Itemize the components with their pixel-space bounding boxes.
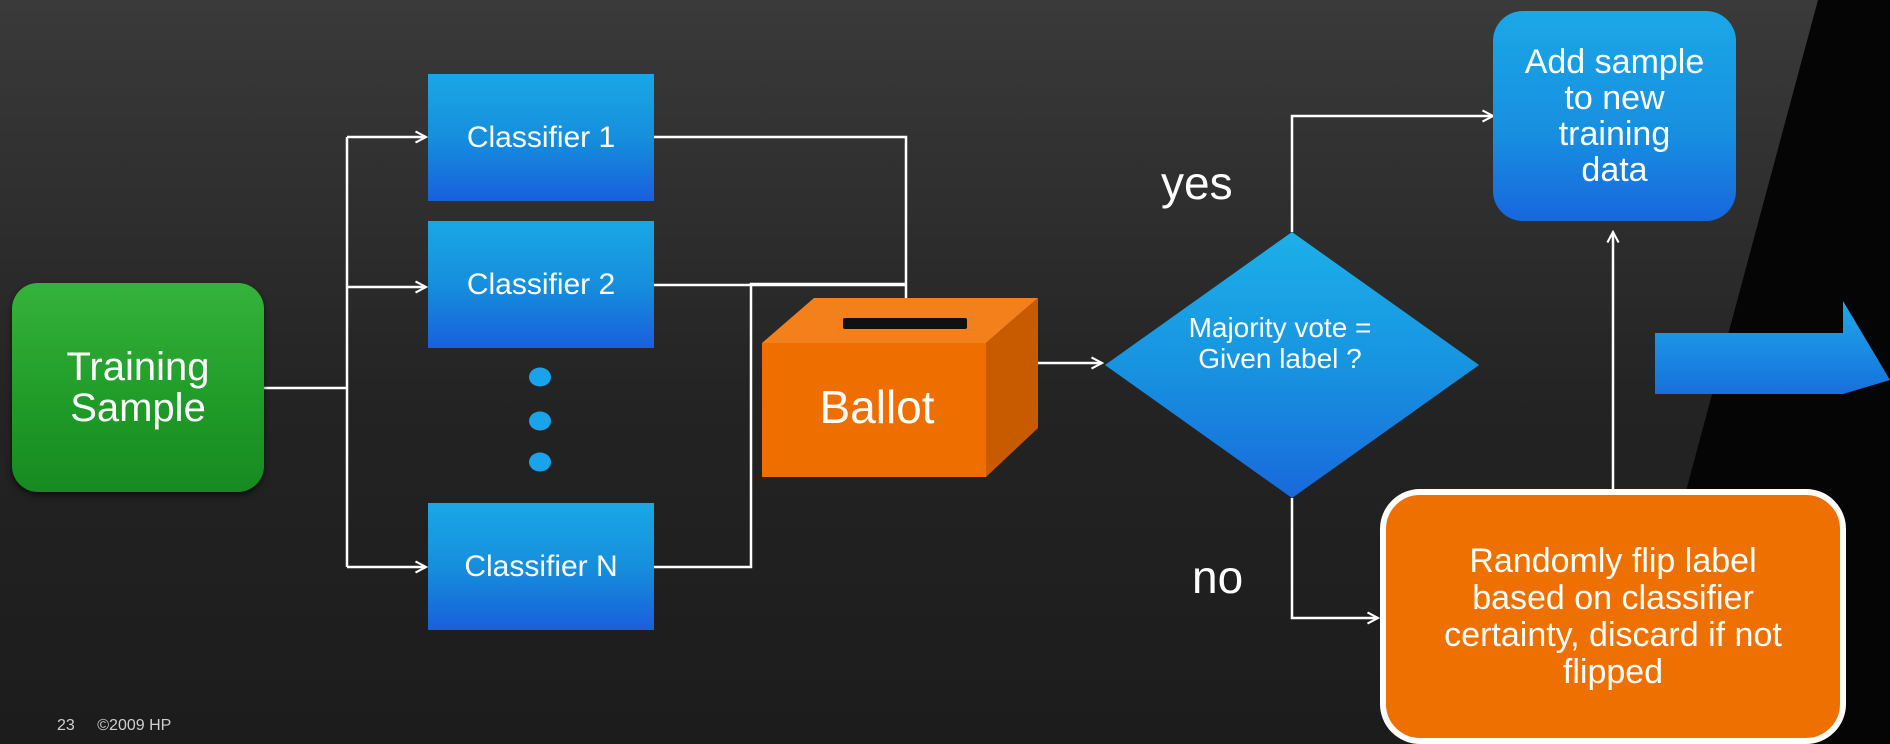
decision-label: Majority vote = Given label ? xyxy=(1188,312,1372,374)
yes-edge-label: yes xyxy=(1161,157,1233,209)
classifier-n-node: Classifier N xyxy=(428,503,654,630)
page-number: 23 xyxy=(57,717,75,734)
random-flip-node: Randomly flip label based on classifier … xyxy=(1380,489,1846,744)
classifier-n-label: Classifier N xyxy=(464,549,618,583)
classifier-2-label: Classifier 2 xyxy=(466,267,616,301)
add-sample-label: Add sample to new training data xyxy=(1524,43,1705,189)
ballot-label: Ballot xyxy=(819,381,935,433)
ellipsis-dots xyxy=(529,367,551,472)
classifier-2-node: Classifier 2 xyxy=(428,221,654,348)
classifier-1-node: Classifier 1 xyxy=(428,74,654,201)
training-sample-node: Training Sample xyxy=(12,283,264,492)
fanout-connectors xyxy=(264,137,426,567)
slide-footer: 23 ©2009 HP xyxy=(57,717,189,735)
ballot-box xyxy=(762,298,1038,477)
add-sample-node: Add sample to new training data xyxy=(1493,11,1736,221)
big-right-arrow xyxy=(1655,301,1890,394)
copyright-text: ©2009 HP xyxy=(97,717,172,734)
no-edge-label: no xyxy=(1192,551,1244,603)
decision-diamond xyxy=(1105,232,1479,498)
random-flip-label: Randomly flip label based on classifier … xyxy=(1444,541,1782,691)
training-sample-label: Training Sample xyxy=(66,344,210,430)
classifier-1-label: Classifier 1 xyxy=(466,120,616,154)
ballot-connectors xyxy=(654,116,1613,618)
